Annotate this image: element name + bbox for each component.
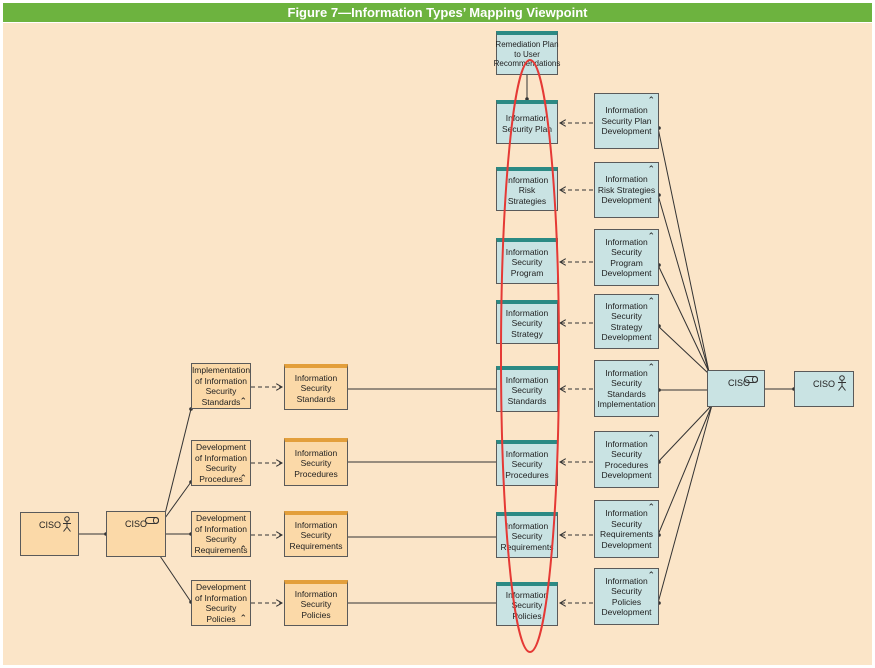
process-label: Implementation of Information Security S… (191, 365, 251, 407)
process-icon: ⌃ (647, 231, 655, 241)
object-label: Information Security Policies (505, 589, 549, 621)
process-icon: ⌃ (647, 502, 655, 512)
right-role-ciso[interactable]: CISO (707, 370, 765, 407)
process-label: Information Security Requirements Develo… (600, 508, 653, 550)
center-object-security-plan[interactable]: Information Security Plan (496, 100, 558, 144)
right-actor-ciso[interactable]: CISO (794, 371, 854, 407)
object-label: Remediation Plan to User Recommendations (493, 40, 561, 69)
process-label: Development of Information Security Proc… (195, 442, 247, 484)
center-object-security-program[interactable]: Information Security Program (496, 238, 558, 284)
left-object-procedures[interactable]: Information Security Procedures (284, 438, 348, 486)
left-process-development-requirements[interactable]: Development of Information Security Requ… (191, 511, 251, 557)
role-icon (145, 517, 159, 524)
object-label: Information Security Requirements (289, 519, 343, 551)
right-process-policies-development[interactable]: Information Security Policies Developmen… (594, 568, 659, 625)
process-icon: ⌃ (647, 433, 655, 443)
right-actor-label: CISO (813, 379, 836, 389)
role-icon (744, 376, 758, 383)
left-process-development-policies[interactable]: Development of Information Security Poli… (191, 580, 251, 626)
assignment-line (657, 404, 713, 604)
right-process-strategy-development[interactable]: Information Security Strategy Developmen… (594, 294, 659, 349)
process-label: Information Risk Strategies Development (597, 174, 656, 206)
process-icon: ⌃ (647, 570, 655, 580)
process-icon: ⌃ (239, 396, 247, 406)
process-label: Information Security Policies Developmen… (601, 575, 652, 618)
figure-title: Figure 7—Information Types’ Mapping View… (3, 3, 872, 22)
left-actor-label: CISO (39, 520, 62, 530)
object-label: Information Security Policies (294, 588, 338, 620)
object-label: Information Risk Strategies (505, 174, 549, 206)
center-object-security-standards[interactable]: Information Security Standards (496, 366, 558, 412)
process-label: Information Security Procedures Developm… (601, 438, 652, 481)
assignment-line (657, 264, 710, 373)
object-label: Information Security Plan (501, 113, 553, 134)
process-icon: ⌃ (239, 544, 247, 554)
left-object-requirements[interactable]: Information Security Requirements (284, 511, 348, 557)
process-icon: ⌃ (647, 362, 655, 372)
process-label: Information Security Standards Implement… (597, 367, 656, 410)
left-actor-ciso[interactable]: CISO (20, 512, 79, 556)
left-process-implementation-standards[interactable]: Implementation of Information Security S… (191, 363, 251, 409)
right-process-requirements-development[interactable]: Information Security Requirements Develo… (594, 500, 659, 558)
right-process-standards-implementation[interactable]: Information Security Standards Implement… (594, 360, 659, 417)
center-object-risk-strategies[interactable]: Information Risk Strategies (496, 167, 558, 211)
assignment-line (657, 325, 710, 375)
right-process-plan-development[interactable]: Information Security Plan Development ⌃ (594, 93, 659, 149)
object-label: Information Security Strategy (505, 307, 549, 339)
diagram-canvas (3, 23, 872, 665)
assignment-line (657, 127, 710, 373)
right-process-risk-strategies-development[interactable]: Information Risk Strategies Development … (594, 162, 659, 218)
object-label: Information Security Program (505, 246, 549, 278)
actor-icon (838, 375, 846, 391)
right-role-label: CISO (728, 378, 751, 388)
object-label: Information Security Standards (505, 374, 549, 406)
right-process-program-development[interactable]: Information Security Program Development… (594, 229, 659, 286)
center-object-security-policies[interactable]: Information Security Policies (496, 582, 558, 626)
assignment-line (657, 404, 713, 536)
left-process-development-procedures[interactable]: Development of Information Security Proc… (191, 440, 251, 486)
process-icon: ⌃ (239, 473, 247, 483)
left-role-label: CISO (125, 519, 148, 529)
assignment-line (159, 555, 192, 603)
process-label: Information Security Strategy Developmen… (601, 300, 652, 343)
process-label: Information Security Program Development (601, 236, 652, 279)
center-object-security-procedures[interactable]: Information Security Procedures (496, 440, 558, 486)
process-label: Development of Information Security Requ… (194, 513, 248, 555)
process-icon: ⌃ (647, 296, 655, 306)
assignment-line (657, 404, 713, 463)
center-object-security-strategy[interactable]: Information Security Strategy (496, 300, 558, 344)
left-role-ciso[interactable]: CISO (106, 511, 166, 557)
object-label: Information Security Procedures (505, 448, 549, 480)
object-label: Information Security Standards (294, 372, 338, 404)
assignment-line (164, 481, 192, 519)
process-icon: ⌃ (647, 95, 655, 105)
process-icon: ⌃ (239, 613, 247, 623)
right-process-procedures-development[interactable]: Information Security Procedures Developm… (594, 431, 659, 488)
assignment-line (657, 194, 710, 373)
center-object-security-requirements[interactable]: Information Security Requirements (496, 512, 558, 558)
left-object-policies[interactable]: Information Security Policies (284, 580, 348, 626)
process-icon: ⌃ (647, 164, 655, 174)
actor-icon (63, 516, 71, 532)
process-label: Development of Information Security Poli… (195, 582, 247, 624)
left-object-standards[interactable]: Information Security Standards (284, 364, 348, 410)
object-label: Information Security Procedures (294, 447, 338, 479)
center-object-remediation-plan[interactable]: Remediation Plan to User Recommendations (493, 31, 561, 75)
process-label: Information Security Plan Development (601, 105, 652, 137)
object-label: Information Security Requirements (500, 520, 554, 552)
